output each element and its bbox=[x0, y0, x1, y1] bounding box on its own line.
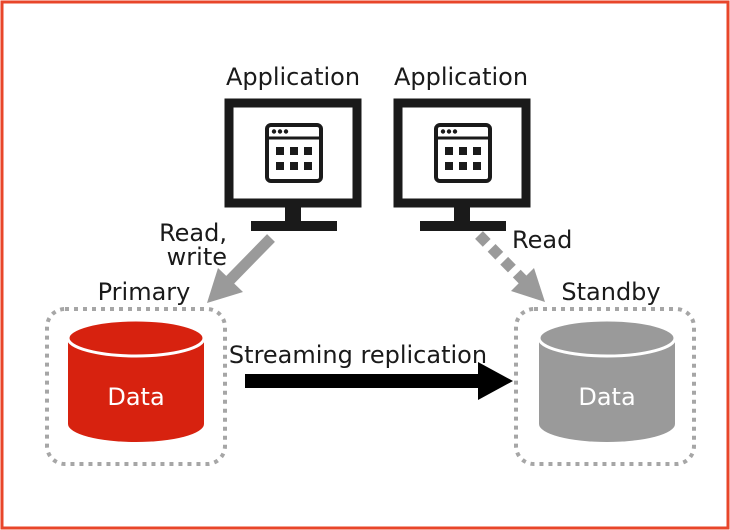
read-arrow bbox=[475, 231, 545, 302]
application-right-label: Application bbox=[393, 63, 529, 91]
replication-arrow bbox=[245, 362, 513, 400]
monitor-right-icon bbox=[398, 103, 526, 231]
standby-database-icon bbox=[537, 318, 677, 442]
primary-title: Primary bbox=[97, 278, 191, 306]
primary-container bbox=[45, 307, 227, 466]
monitor-left-icon bbox=[229, 103, 357, 231]
primary-database-icon bbox=[66, 318, 206, 442]
replication-label: Streaming replication bbox=[228, 341, 488, 369]
read-write-label-line1: Read, bbox=[159, 219, 227, 247]
read-write-arrow bbox=[207, 234, 275, 303]
standby-data-label: Data bbox=[578, 383, 636, 411]
standby-container bbox=[514, 307, 696, 466]
application-left-label: Application bbox=[225, 63, 361, 91]
read-label: Read bbox=[512, 226, 573, 254]
read-write-label-line2: write bbox=[166, 243, 227, 271]
standby-title: Standby bbox=[561, 278, 661, 306]
primary-data-label: Data bbox=[107, 383, 165, 411]
